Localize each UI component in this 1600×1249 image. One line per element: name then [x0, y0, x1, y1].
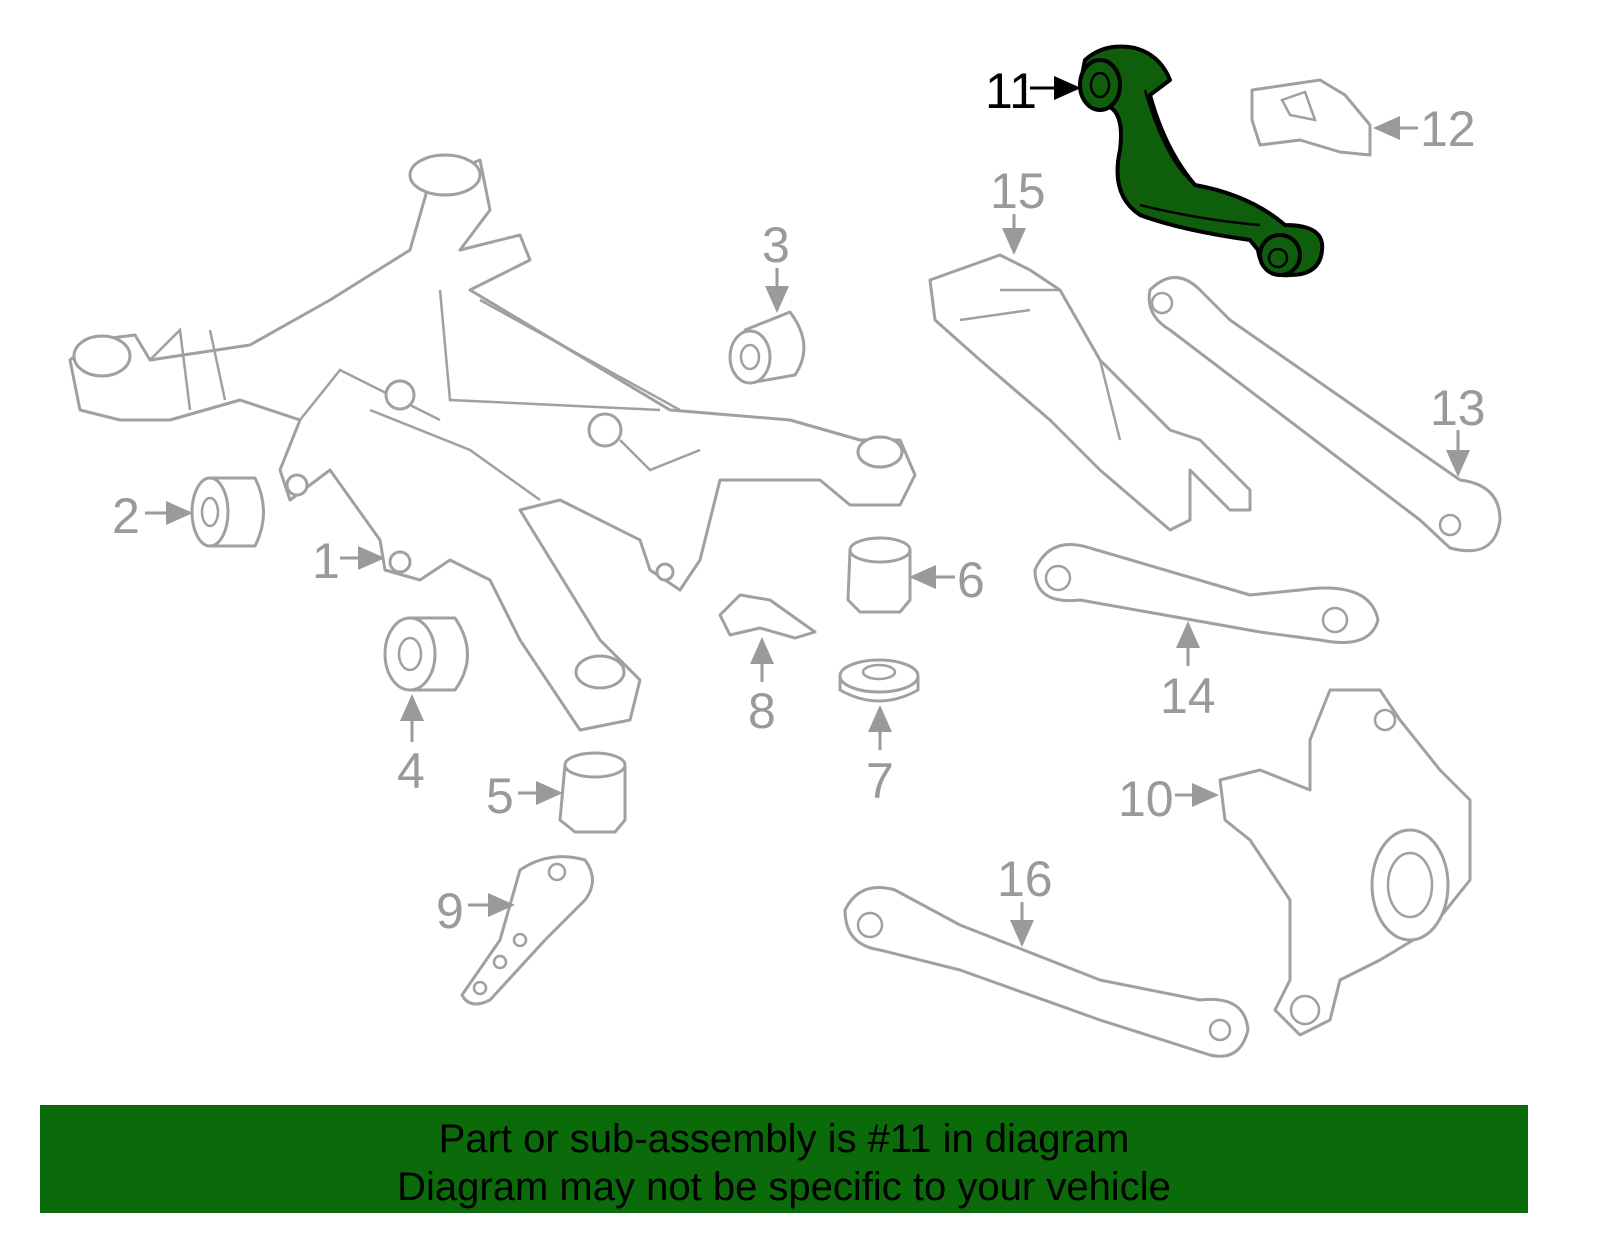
part-7-washer[interactable]: [838, 658, 920, 703]
part-11-upper-control-arm-highlighted[interactable]: [1078, 44, 1325, 278]
callout-6: 6: [909, 552, 985, 608]
callout-8: 8: [748, 637, 776, 739]
svg-text:7: 7: [866, 753, 894, 809]
svg-text:15: 15: [990, 163, 1046, 219]
banner-line-part-number: Part or sub-assembly is #11 in diagram: [438, 1117, 1130, 1161]
part-9-bracket[interactable]: [460, 855, 594, 1006]
callout-12: 12: [1373, 101, 1476, 157]
info-banner: Part or sub-assembly is #11 in diagram D…: [40, 1105, 1528, 1213]
part-14-control-arm[interactable]: [1033, 543, 1380, 644]
callout-14: 14: [1160, 621, 1216, 724]
svg-text:13: 13: [1430, 380, 1486, 436]
callout-11: 11: [985, 63, 1081, 119]
callout-2: 2: [112, 488, 193, 544]
part-12-bracket[interactable]: [1250, 78, 1372, 157]
svg-text:6: 6: [957, 552, 985, 608]
callout-9: 9: [436, 883, 515, 939]
svg-text:10: 10: [1118, 771, 1174, 827]
svg-text:1: 1: [312, 533, 340, 589]
callout-10: 10: [1118, 771, 1219, 827]
part-8-bracket[interactable]: [718, 593, 817, 640]
part-6-mount[interactable]: [846, 536, 912, 614]
callout-13: 13: [1430, 380, 1486, 477]
part-13-control-arm[interactable]: [1147, 276, 1502, 553]
callout-5: 5: [486, 768, 563, 824]
svg-text:14: 14: [1160, 668, 1216, 724]
part-1-subframe[interactable]: [68, 153, 917, 732]
callout-1: 1: [312, 533, 385, 589]
part-10-knuckle[interactable]: [1218, 688, 1472, 1037]
part-3-bushing[interactable]: [728, 310, 806, 385]
svg-text:16: 16: [997, 851, 1053, 907]
callout-3: 3: [762, 217, 790, 313]
part-2-bushing[interactable]: [190, 476, 265, 548]
banner-line-disclaimer: Diagram may not be specific to your vehi…: [397, 1165, 1171, 1209]
svg-text:8: 8: [748, 683, 776, 739]
part-4-bushing[interactable]: [383, 616, 469, 692]
svg-text:2: 2: [112, 488, 140, 544]
svg-text:4: 4: [397, 743, 425, 799]
svg-text:9: 9: [436, 883, 464, 939]
part-5-mount[interactable]: [558, 751, 627, 834]
callout-15: 15: [990, 163, 1046, 255]
svg-text:12: 12: [1420, 101, 1476, 157]
callout-4: 4: [397, 694, 425, 799]
part-15-control-arm[interactable]: [928, 253, 1252, 532]
svg-text:5: 5: [486, 768, 514, 824]
part-16-control-arm[interactable]: [843, 886, 1250, 1058]
svg-text:3: 3: [762, 217, 790, 273]
callout-16: 16: [997, 851, 1053, 947]
svg-text:11: 11: [985, 63, 1037, 119]
callout-7: 7: [866, 705, 894, 809]
